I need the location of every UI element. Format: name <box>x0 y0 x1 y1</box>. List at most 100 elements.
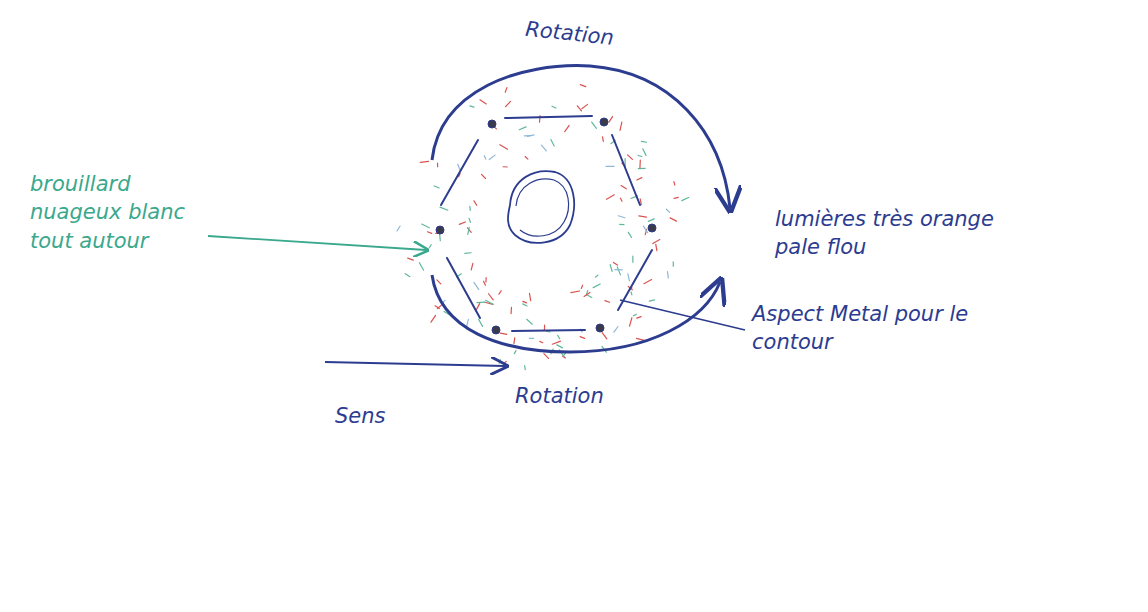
fog-stroke <box>551 140 554 146</box>
fog-stroke <box>420 161 428 163</box>
fog-stroke <box>397 226 400 231</box>
fog-stroke <box>465 252 471 254</box>
light-dot <box>436 226 444 234</box>
fog-stroke <box>437 280 441 284</box>
fog-stroke <box>605 301 610 303</box>
hull-outline <box>441 116 652 331</box>
rotation-label: Rotation <box>515 382 655 410</box>
fog-stroke <box>614 327 618 333</box>
light-dot <box>600 118 608 126</box>
fog-stroke <box>540 341 543 342</box>
fog-stroke <box>606 166 614 167</box>
fog-stroke <box>632 256 633 262</box>
fog-stroke <box>596 275 598 277</box>
fog-stroke <box>474 282 479 289</box>
fog-stroke <box>638 155 642 156</box>
fog-stroke <box>514 351 516 354</box>
fog-stroke <box>519 127 526 130</box>
fog-stroke <box>435 306 439 309</box>
fog-stroke <box>592 122 597 128</box>
fog-stroke <box>408 258 414 260</box>
fog-stroke <box>524 135 530 136</box>
fog-stroke <box>618 216 625 218</box>
fog-stroke <box>633 314 636 315</box>
lights-note: lumières très orange pale flou <box>775 205 1015 262</box>
fog-stroke <box>649 300 654 301</box>
fog-stroke <box>529 293 530 300</box>
fog-stroke <box>510 307 512 313</box>
hull-edge <box>447 258 480 318</box>
fog-stroke <box>458 164 460 170</box>
fog-stroke <box>428 232 432 234</box>
fog-stroke <box>523 304 527 306</box>
fog-stroke <box>571 291 580 293</box>
light-dot <box>648 224 656 232</box>
fog-stroke <box>593 284 600 288</box>
fog-stroke <box>673 182 675 185</box>
fog-stroke <box>666 209 669 212</box>
fog-stroke <box>641 141 646 143</box>
fog-stroke <box>434 186 439 188</box>
fog-stroke <box>609 117 613 122</box>
fog-stroke <box>620 122 622 130</box>
fog-stroke <box>486 300 493 304</box>
light-dots <box>436 118 656 334</box>
fog-stroke <box>667 272 669 278</box>
fog-stroke <box>643 149 646 156</box>
fog-stroke <box>484 156 485 159</box>
fog-stroke <box>552 341 560 344</box>
light-dot <box>596 324 604 332</box>
fog-stroke <box>584 293 590 297</box>
metal-note: Aspect Metal pour le contour <box>752 300 1012 357</box>
fog-stroke <box>674 197 678 199</box>
fog-stroke <box>484 281 486 285</box>
fog-stroke <box>477 301 485 303</box>
light-dot <box>492 326 500 334</box>
fog-stroke <box>630 292 632 295</box>
hull-edge <box>512 330 585 331</box>
fog-stroke <box>628 155 633 159</box>
fog-stroke <box>479 319 483 326</box>
fog-stroke <box>422 224 430 228</box>
fog-stroke <box>405 274 410 277</box>
fog-stroke <box>485 278 486 282</box>
fog-stroke <box>471 263 473 270</box>
direction-arrow <box>325 362 505 366</box>
fog-stroke <box>525 157 528 160</box>
fog-stroke <box>615 269 622 270</box>
fog-stroke <box>558 335 560 338</box>
fog-stroke <box>524 366 526 370</box>
fog-stroke <box>602 137 604 142</box>
fog-stroke <box>565 125 569 131</box>
fog-stroke <box>523 301 527 302</box>
fog-stroke <box>610 264 612 271</box>
fog-stroke <box>577 106 581 111</box>
hull-edge <box>505 116 592 118</box>
fog-stroke <box>557 345 563 348</box>
fog-stroke <box>552 106 556 108</box>
fog-stroke <box>639 216 647 217</box>
fog-stroke <box>582 104 588 108</box>
fog-stroke <box>644 280 652 284</box>
fog-stroke <box>541 145 546 151</box>
fog-stroke <box>469 218 470 222</box>
fog-stroke <box>620 198 622 201</box>
fog-stroke <box>682 197 689 200</box>
fog-stroke <box>480 100 486 104</box>
fog-stroke <box>500 333 507 334</box>
fog-stroke <box>529 338 533 339</box>
fog-stroke <box>639 160 641 168</box>
fog-stroke <box>527 319 533 324</box>
fog-stroke <box>544 325 545 330</box>
fog-stroke <box>419 263 423 270</box>
fog-stroke <box>499 291 501 294</box>
core-circle <box>508 171 574 243</box>
fog-stroke <box>630 318 632 326</box>
fog-stroke <box>636 338 644 340</box>
fog-stroke <box>474 201 477 205</box>
fog-stroke <box>620 224 624 226</box>
fog-stroke <box>617 267 620 275</box>
fog-stroke <box>670 218 676 221</box>
core-circle-inner <box>516 179 569 236</box>
